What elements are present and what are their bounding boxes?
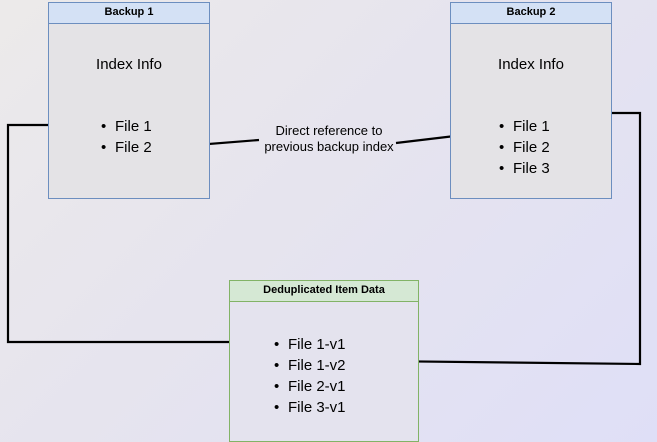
list-item: File 3-v1: [274, 397, 346, 418]
node-deduplicated-file-list: File 1-v1 File 1-v2 File 2-v1 File 3-v1: [274, 334, 346, 418]
node-backup-2-file-list: File 1 File 2 File 3: [499, 116, 550, 179]
node-backup-2-header: Backup 2: [451, 3, 611, 24]
list-item: File 1: [499, 116, 550, 137]
list-item: File 2-v1: [274, 376, 346, 397]
list-item: File 3: [499, 158, 550, 179]
node-backup-1-file-list: File 1 File 2: [101, 116, 152, 158]
node-backup-1[interactable]: Backup 1 Index Info File 1 File 2: [48, 2, 210, 199]
node-deduplicated-header: Deduplicated Item Data: [230, 281, 418, 302]
list-item: File 2: [499, 137, 550, 158]
node-backup-1-header: Backup 1: [49, 3, 209, 24]
node-deduplicated-item-data[interactable]: Deduplicated Item Data File 1-v1 File 1-…: [229, 280, 419, 442]
list-item: File 2: [101, 137, 152, 158]
node-backup-2-body: Index Info File 1 File 2 File 3: [451, 24, 611, 198]
node-backup-1-index-title: Index Info: [96, 56, 162, 73]
list-item: File 1: [101, 116, 152, 137]
list-item: File 1-v1: [274, 334, 346, 355]
list-item: File 1-v2: [274, 355, 346, 376]
edge-label-direct-reference: Direct reference to previous backup inde…: [264, 123, 394, 154]
node-backup-2[interactable]: Backup 2 Index Info File 1 File 2 File 3: [450, 2, 612, 199]
node-backup-2-index-title: Index Info: [498, 56, 564, 73]
node-deduplicated-body: File 1-v1 File 1-v2 File 2-v1 File 3-v1: [230, 302, 418, 441]
node-backup-1-body: Index Info File 1 File 2: [49, 24, 209, 198]
